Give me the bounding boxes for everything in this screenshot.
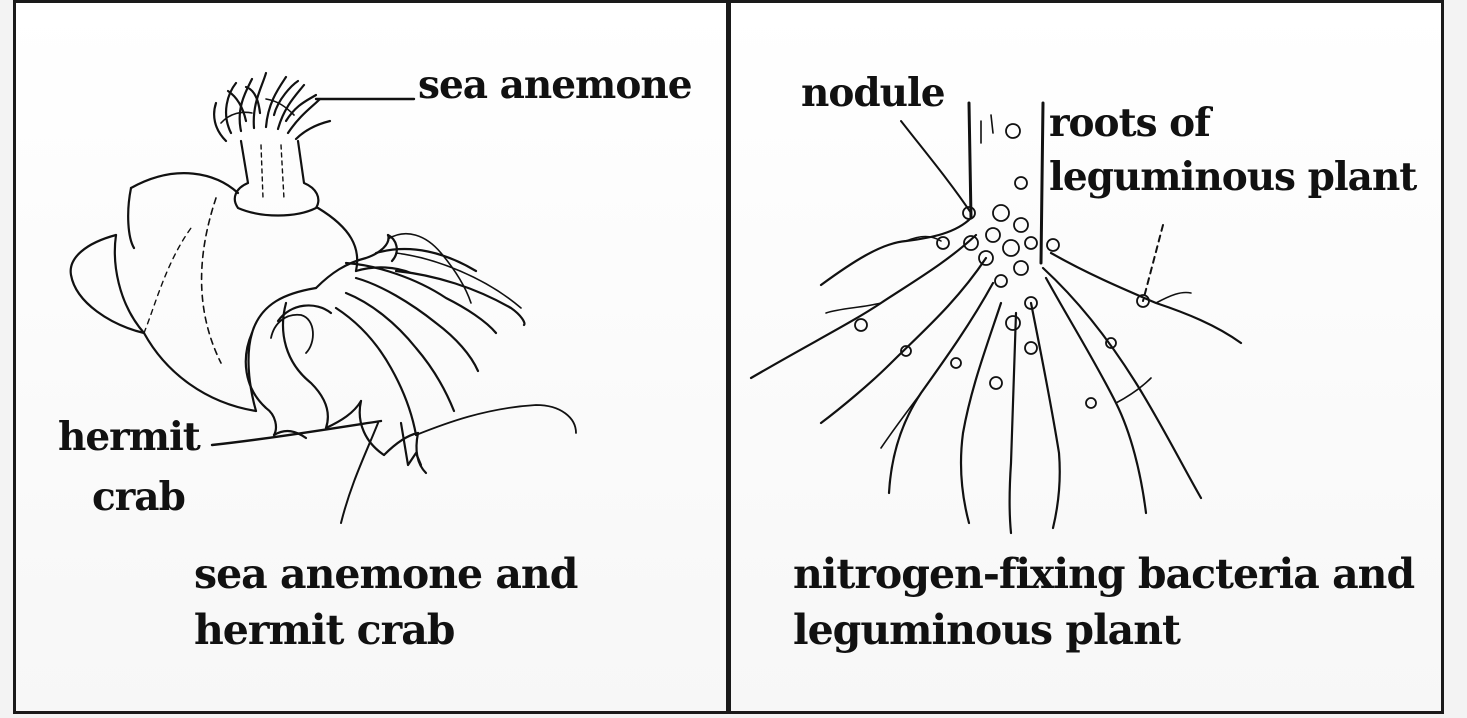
panel-nitrogen-fixing-bacteria-legume: nodule roots of leguminous plant nitroge… (728, 0, 1444, 714)
root-branches (751, 218, 1241, 533)
label-nodule: nodule (801, 71, 945, 116)
label-hermit-crab-line1: hermit (58, 415, 200, 460)
caption-line1: nitrogen-fixing bacteria and (793, 551, 1414, 598)
anemone-column (235, 141, 319, 216)
roots-pointer (1143, 225, 1163, 301)
hermit-crab-pointer (212, 421, 381, 445)
crab-body (246, 234, 576, 523)
panel-sea-anemone-hermit-crab: sea anemone hermit crab sea anemone and … (13, 0, 729, 714)
label-sea-anemone: sea anemone (418, 63, 692, 108)
main-stem (969, 103, 1043, 263)
caption-line2: hermit crab (194, 607, 454, 654)
nodule-pointer (901, 121, 971, 213)
label-roots-line1: roots of (1049, 101, 1210, 146)
caption-line2: leguminous plant (793, 607, 1180, 654)
anemone-tentacles (214, 73, 330, 141)
label-hermit-crab-line2: crab (92, 475, 185, 520)
caption-line1: sea anemone and (194, 551, 577, 598)
label-roots-line2: leguminous plant (1049, 155, 1416, 200)
